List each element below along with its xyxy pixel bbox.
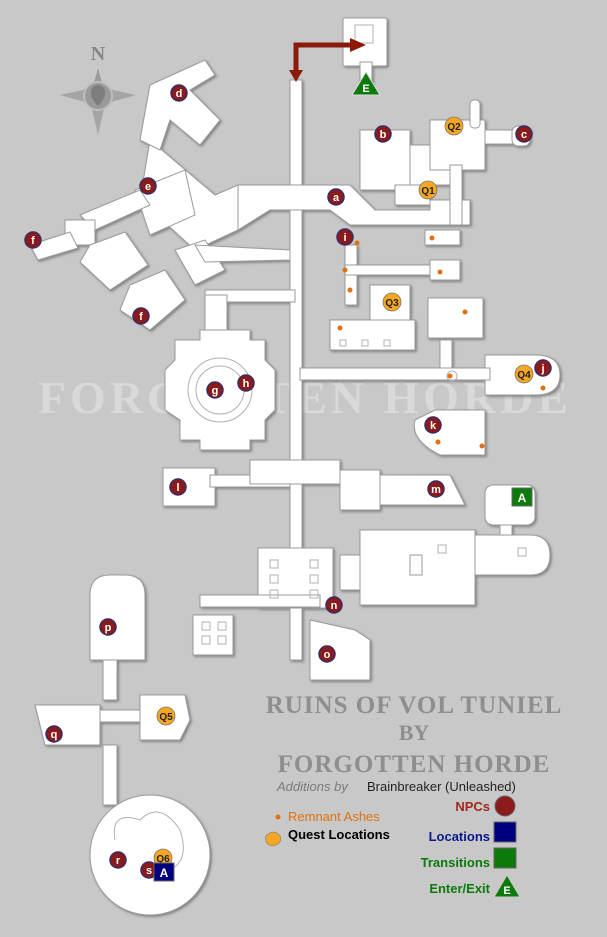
svg-text:f: f [31,235,35,247]
map-title-line3: FORGOTTEN HORDE [278,751,551,778]
quest-marker-q2[interactable]: Q2 [444,116,464,136]
npc-marker-e[interactable]: e [139,177,157,195]
npc-marker-m[interactable]: m [427,480,445,498]
legend-npcs: NPCs [455,799,490,814]
npc-marker-j[interactable]: j [534,359,552,377]
svg-text:k: k [430,420,437,432]
svg-text:Q4: Q4 [517,370,531,381]
quest-marker-q1[interactable]: Q1 [418,180,438,200]
npc-marker-r[interactable]: r [109,851,127,869]
svg-text:E: E [362,83,369,95]
svg-text:j: j [540,363,544,375]
compass-north-label: N [91,43,106,65]
npc-marker-a[interactable]: a [327,188,345,206]
legend: Remnant Ashes Quest Locations NPCs Locat… [265,795,521,898]
svg-text:o: o [324,649,331,661]
svg-text:h: h [243,378,250,390]
legend-transitions: Transitions [421,855,490,870]
npc-marker-n[interactable]: n [325,596,343,614]
transition-marker-0[interactable]: A [511,487,533,507]
svg-text:A: A [160,866,169,880]
svg-text:q: q [51,729,58,741]
svg-text:m: m [431,484,441,496]
transition-marker-1[interactable]: A [153,862,175,882]
npc-marker-f[interactable]: f [132,307,150,325]
svg-text:r: r [116,855,121,867]
svg-text:E: E [503,885,510,897]
svg-text:Q2: Q2 [447,122,461,133]
svg-text:i: i [343,232,346,244]
svg-text:Q5: Q5 [159,712,173,723]
npc-marker-k[interactable]: k [424,416,442,434]
svg-text:n: n [331,600,338,612]
credit-name: Brainbreaker (Unleashed) [367,779,516,794]
npc-marker-g[interactable]: g [206,381,224,399]
enter-exit-marker-icon[interactable]: E [351,71,381,96]
svg-text:c: c [521,129,527,141]
svg-text:A: A [518,491,527,505]
npc-marker-h[interactable]: h [237,374,255,392]
npc-marker-l[interactable]: l [169,478,187,496]
npc-marker-f[interactable]: f [24,231,42,249]
npc-marker-q[interactable]: q [45,725,63,743]
svg-text:g: g [212,385,219,397]
svg-text:s: s [146,865,152,877]
svg-text:a: a [333,192,340,204]
legend-enter-exit: Enter/Exit [429,881,490,896]
svg-text:b: b [380,129,387,141]
svg-text:p: p [105,622,112,634]
npc-marker-i[interactable]: i [336,228,354,246]
compass-rose-icon [60,68,136,135]
svg-text:e: e [145,181,151,193]
svg-text:f: f [139,311,143,323]
remnant-ash-dots [337,235,546,449]
transition-markers[interactable]: AA [153,487,533,882]
legend-ashes: Remnant Ashes [288,809,380,824]
npc-marker-p[interactable]: p [99,618,117,636]
entrance-arrow-icon [289,38,366,82]
svg-text:d: d [176,88,183,100]
quest-marker-q5[interactable]: Q5 [156,706,176,726]
svg-text:Q1: Q1 [421,186,435,197]
legend-quests: Quest Locations [288,827,390,842]
npc-marker-o[interactable]: o [318,645,336,663]
npc-marker-c[interactable]: c [515,125,533,143]
npc-marker-d[interactable]: d [170,84,188,102]
map-title-line2: BY [399,720,430,745]
quest-marker-q3[interactable]: Q3 [382,292,402,312]
npc-markers[interactable]: a b c d e f f g h i j k l m n o p q r s [24,84,552,879]
credit-prefix: Additions by [276,779,349,794]
svg-text:l: l [176,482,179,494]
map-rooms [29,17,561,916]
room-details [113,24,527,871]
svg-text:Q3: Q3 [385,298,399,309]
quest-marker-q4[interactable]: Q4 [514,364,534,384]
map-title-line1: RUINS OF VOL TUNIEL [266,692,563,719]
svg-text:Q6: Q6 [156,854,170,865]
npc-marker-b[interactable]: b [374,125,392,143]
legend-locations: Locations [429,829,490,844]
